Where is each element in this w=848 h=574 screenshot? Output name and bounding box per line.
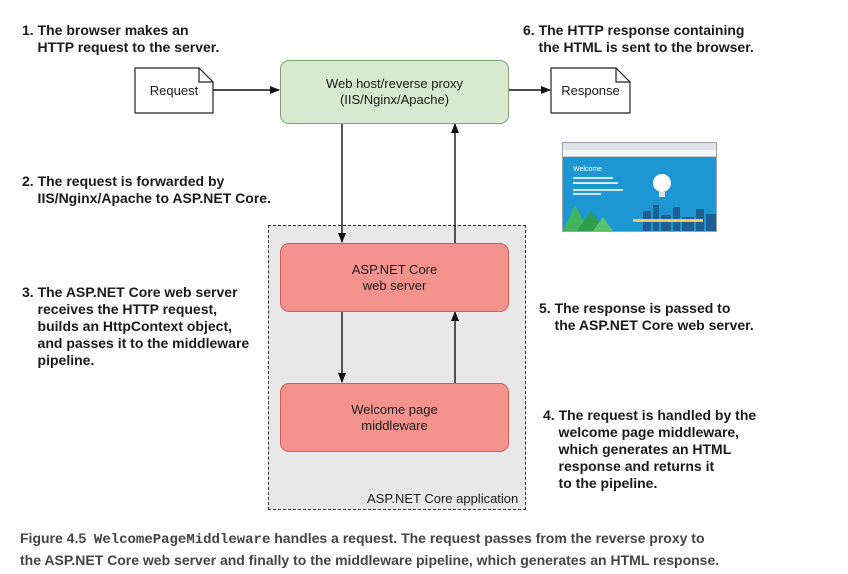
middleware-label: Welcome page middleware xyxy=(351,401,438,433)
annotation-step-3: 3. The ASP.NET Core web server receives … xyxy=(22,284,250,368)
response-document-shape xyxy=(550,67,631,114)
figure-caption: Figure 4.5 WelcomePageMiddleware handles… xyxy=(20,528,719,570)
figure-number: Figure 4.5 xyxy=(20,530,87,546)
thumbnail-artwork xyxy=(563,174,716,231)
reverse-proxy-label: Web host/reverse proxy (IIS/Nginx/Apache… xyxy=(325,76,464,107)
caption-text-line-1: handles a request. The request passes fr… xyxy=(270,530,705,546)
web-server-box: ASP.NET Core web server xyxy=(280,243,509,312)
annotation-step-4: 4. The request is handled by the welcome… xyxy=(543,407,757,491)
annotation-step-1: 1. The browser makes an HTTP request to … xyxy=(22,22,220,55)
annotation-step-2: 2. The request is forwarded by IIS/Nginx… xyxy=(22,173,271,206)
request-document-label: Request xyxy=(149,83,199,98)
request-document-shape xyxy=(134,67,214,114)
web-server-label: ASP.NET Core web server xyxy=(351,261,438,293)
thumbnail-tab-bar xyxy=(563,143,716,150)
thumbnail-url-bar xyxy=(563,150,716,157)
thumbnail-welcome-heading: Welcome xyxy=(573,166,603,173)
lightbulb-icon xyxy=(653,174,671,192)
application-label: ASP.NET Core application xyxy=(367,491,519,506)
reverse-proxy-box: Web host/reverse proxy (IIS/Nginx/Apache… xyxy=(280,60,509,124)
caption-code: WelcomePageMiddleware xyxy=(93,532,271,548)
thumbnail-welcome-page: Welcome xyxy=(563,157,716,231)
caption-text-line-2: the ASP.NET Core web server and finally … xyxy=(20,552,720,568)
annotation-step-6: 6. The HTTP response containing the HTML… xyxy=(523,22,754,55)
annotation-step-5: 5. The response is passed to the ASP.NET… xyxy=(539,300,754,333)
browser-thumbnail: Welcome xyxy=(562,142,717,232)
response-document-label: Response xyxy=(561,83,620,98)
middleware-box: Welcome page middleware xyxy=(280,383,509,452)
